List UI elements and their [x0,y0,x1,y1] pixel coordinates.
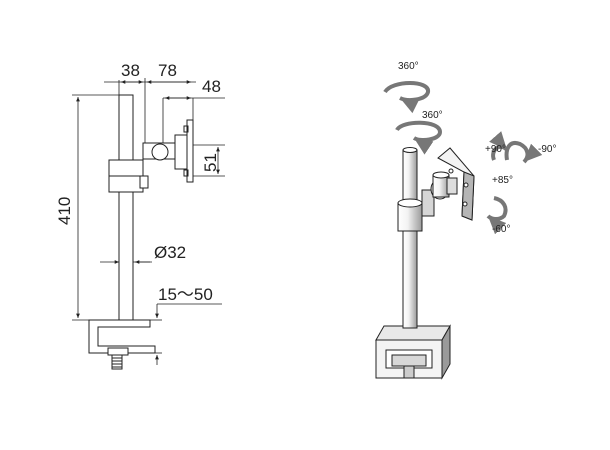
dim-arm-length: 78 [158,61,177,80]
dim-clamp-range: 15～50 [158,285,213,304]
rotation-arrows [383,81,543,235]
side-view [88,94,194,370]
perspective-vesa-plate [437,147,475,221]
pitch-arrow [486,196,508,235]
vesa-plate [186,119,194,183]
dim-plate-height: 51 [201,153,220,172]
pole [118,94,134,321]
label-tilt-down: -90° [538,144,556,155]
perspective-clamp [375,324,451,380]
perspective-pole [402,149,418,329]
label-tilt-up: +90° [485,144,506,155]
label-pitch-down: -60° [492,224,510,235]
pole-rotate-arrow [383,81,430,114]
arm-rotate-arrow [395,120,443,155]
label-pole-rotation: 360° [398,61,419,72]
clamp-screw [111,354,123,370]
label-arm-rotation: 360° [422,110,443,121]
dim-arm-offset: 38 [121,61,140,80]
dimension-lines [72,78,225,365]
tilt-back-arrow [489,131,509,161]
perspective-arm [430,171,450,200]
dim-plate-offset: 48 [202,77,221,96]
label-pitch-up: +85° [492,175,513,186]
dim-pole-diameter: Ø32 [154,243,186,262]
perspective-view [375,147,475,380]
tilt-arrow [504,141,543,164]
dim-total-height: 410 [55,197,74,225]
perspective-collar [397,189,435,232]
